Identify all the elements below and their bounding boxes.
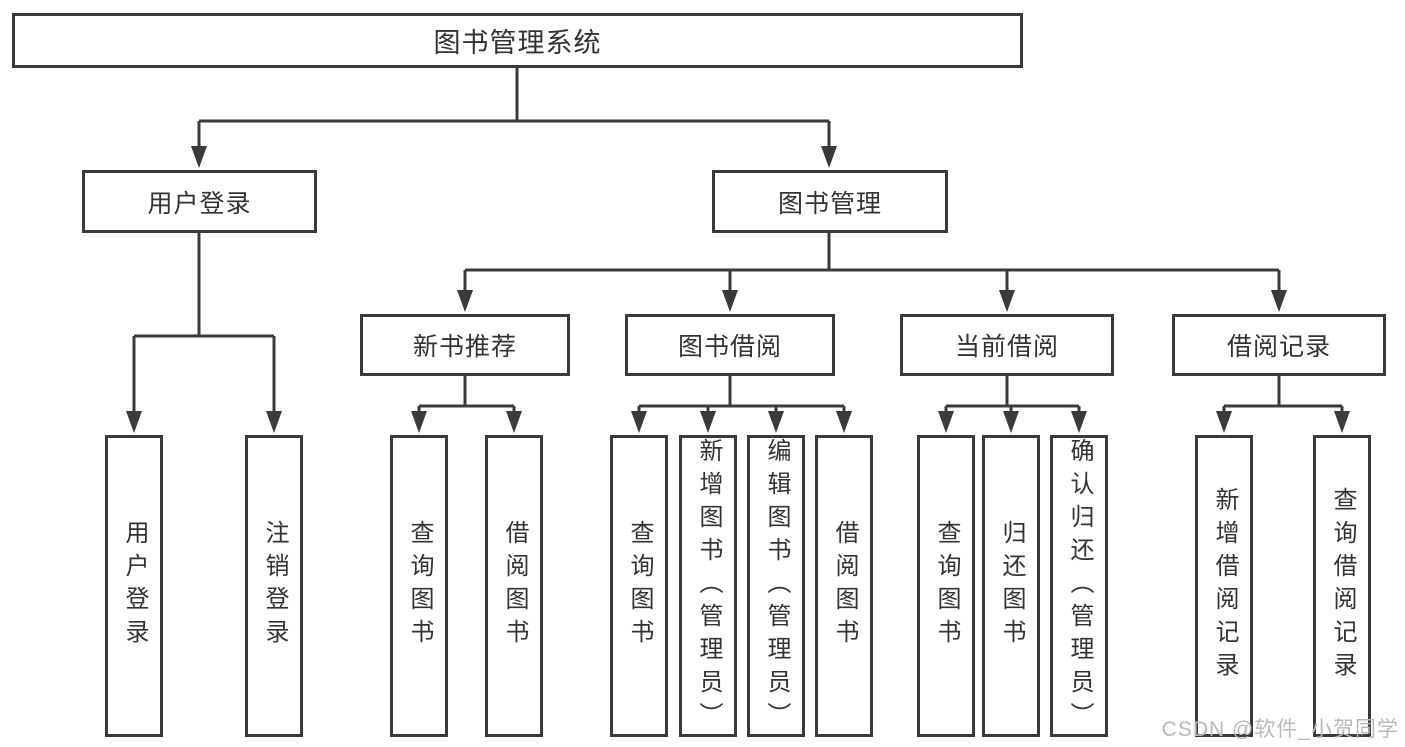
csdn-watermark: CSDN @软件_小贺同学 [1161,718,1399,741]
leaf-confirm-return-admin: 确认归还（管理员） [1050,435,1108,737]
leaf-borrow-books-recommend: 借阅图书 [485,435,543,737]
node-book-management: 图书管理 [712,170,948,233]
leaf-add-borrow-record: 新增借阅记录 [1195,435,1253,737]
node-current-borrow: 当前借阅 [900,314,1114,376]
leaf-borrow-books: 借阅图书 [815,435,873,737]
leaf-add-book-admin: 新增图书（管理员） [679,435,737,737]
leaf-query-borrow-record: 查询借阅记录 [1313,435,1371,737]
leaf-query-books-current: 查询图书 [917,435,975,737]
leaf-query-books-borrow: 查询图书 [610,435,668,737]
node-book-borrow: 图书借阅 [625,314,835,376]
node-borrow-records: 借阅记录 [1172,314,1386,376]
arrowhead-icons [126,146,1350,433]
node-new-book-recommend: 新书推荐 [360,314,570,376]
node-user-login: 用户登录 [82,170,317,233]
leaf-return-book: 归还图书 [982,435,1040,737]
leaf-user-login: 用户登录 [105,435,163,737]
leaf-logout: 注销登录 [245,435,303,737]
leaf-query-books-recommend: 查询图书 [390,435,448,737]
node-library-system: 图书管理系统 [12,13,1023,68]
leaf-edit-book-admin: 编辑图书（管理员） [747,435,805,737]
